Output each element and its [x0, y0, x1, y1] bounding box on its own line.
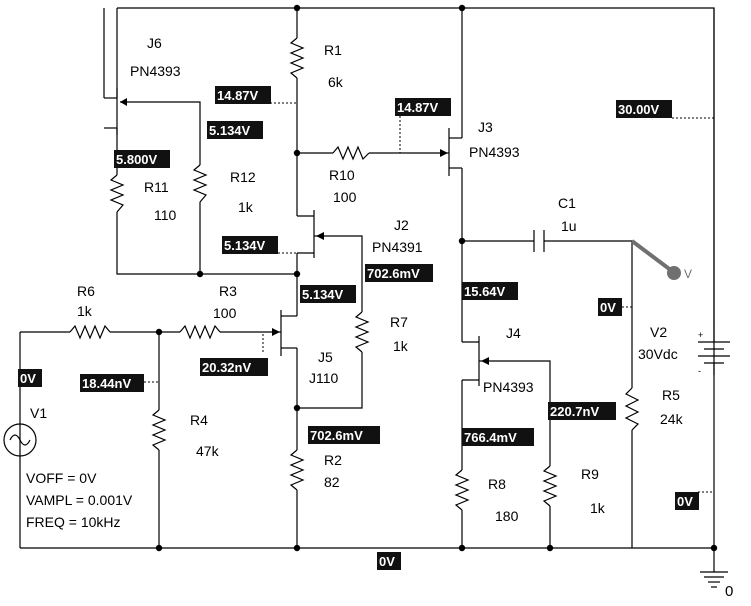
probe-17: 0V — [677, 494, 693, 509]
j6-model: PN4393 — [130, 63, 181, 79]
resistor-r12 — [192, 164, 208, 203]
c1-ref: C1 — [558, 195, 576, 211]
r3-value: 100 — [213, 305, 237, 321]
v2-minus: - — [698, 366, 701, 376]
probe-18: 0V — [379, 554, 395, 569]
resistor-r6 — [69, 324, 111, 340]
j4-model: PN4393 — [483, 379, 534, 395]
probe-10: 0V — [600, 300, 616, 315]
j2-model: PN4391 — [372, 239, 423, 255]
probe-15: 702.6mV — [310, 428, 363, 443]
probe-13: 20.32nV — [202, 360, 251, 375]
j5-ref: J5 — [318, 349, 333, 365]
r9-value: 1k — [590, 500, 606, 516]
r2-ref: R2 — [324, 452, 342, 468]
j3-model: PN4393 — [469, 144, 520, 160]
probe-14: 220.7nV — [550, 404, 599, 419]
voltage-marker — [630, 239, 681, 280]
r5-value: 24k — [660, 411, 684, 427]
r11-value: 110 — [154, 207, 177, 223]
ac-source-v1 — [3, 423, 37, 457]
capacitor-c1 — [533, 230, 545, 252]
v1-ref: V1 — [30, 405, 47, 421]
probe-12: 18.44nV — [82, 376, 131, 391]
r10-value: 100 — [333, 189, 357, 205]
v2-plus: + — [698, 330, 703, 340]
r2-value: 82 — [324, 474, 340, 490]
r5-ref: R5 — [662, 387, 680, 403]
ground-label: 0 — [725, 583, 733, 600]
r4-value: 47k — [196, 443, 220, 459]
r12-value: 1k — [238, 199, 254, 215]
resistor-r2 — [289, 449, 305, 491]
r4-ref: R4 — [190, 412, 208, 428]
probe-3: 30.00V — [618, 102, 660, 117]
probes: 14.87V 14.87V 30.00V 5.134V 5.800V 5.134… — [18, 86, 699, 570]
probe-2: 14.87V — [397, 100, 439, 115]
voltage-marker-label: V — [684, 267, 692, 281]
r7-value: 1k — [393, 338, 409, 354]
probe-11: 0V — [20, 371, 36, 386]
ground-symbol — [700, 548, 728, 588]
j5-model: J110 — [309, 370, 339, 386]
resistor-r11 — [109, 174, 125, 213]
probe-16: 766.4mV — [464, 430, 517, 445]
probe-5: 5.800V — [116, 152, 158, 167]
dc-source-v2 — [698, 330, 730, 375]
r12-ref: R12 — [230, 169, 256, 185]
junctions — [155, 4, 718, 552]
wires — [19, 7, 715, 549]
jfet-j4 — [462, 336, 489, 386]
v1-freq: FREQ = 10kHz — [26, 514, 121, 530]
c1-value: 1u — [561, 218, 577, 234]
r6-ref: R6 — [77, 283, 95, 299]
r8-ref: R8 — [488, 476, 506, 492]
probe-4: 5.134V — [209, 123, 251, 138]
probe-6: 5.134V — [224, 238, 266, 253]
probe-9: 15.64V — [464, 284, 506, 299]
j6-ref: J6 — [147, 35, 162, 51]
jfet-j2 — [297, 210, 324, 258]
v1-vampl: VAMPL = 0.001V — [26, 492, 133, 508]
probe-8: 702.6mV — [367, 266, 420, 281]
j3-ref: J3 — [478, 119, 493, 135]
r7-ref: R7 — [390, 314, 408, 330]
resistor-r4 — [151, 409, 167, 451]
resistor-r5 — [624, 387, 640, 431]
resistor-r9 — [542, 465, 558, 507]
r3-ref: R3 — [219, 283, 237, 299]
r1-ref: R1 — [324, 42, 342, 58]
component-labels: J6 PN4393 R1 6k J3 PN4393 R11 110 R12 1k… — [26, 35, 684, 530]
r8-value: 180 — [495, 508, 519, 524]
probe-1: 14.87V — [217, 88, 259, 103]
j4-ref: J4 — [506, 325, 521, 341]
j2-ref: J2 — [394, 217, 409, 233]
resistor-r10 — [332, 145, 370, 161]
r9-ref: R9 — [581, 466, 599, 482]
jfet-j6 — [103, 8, 138, 135]
r11-ref: R11 — [144, 179, 169, 195]
resistor-r7 — [354, 311, 370, 353]
resistor-r8 — [454, 469, 470, 511]
probe-7: 5.134V — [302, 287, 344, 302]
r1-value: 6k — [328, 74, 344, 90]
resistor-r3 — [179, 324, 221, 340]
jfet-j5 — [272, 310, 297, 356]
r10-ref: R10 — [329, 167, 355, 183]
jfet-j3 — [440, 118, 463, 178]
r6-value: 1k — [77, 303, 93, 319]
resistor-r1 — [289, 37, 305, 79]
v2-ref: V2 — [650, 324, 667, 340]
v2-value: 30Vdc — [638, 346, 678, 362]
v1-voff: VOFF = 0V — [26, 470, 97, 486]
